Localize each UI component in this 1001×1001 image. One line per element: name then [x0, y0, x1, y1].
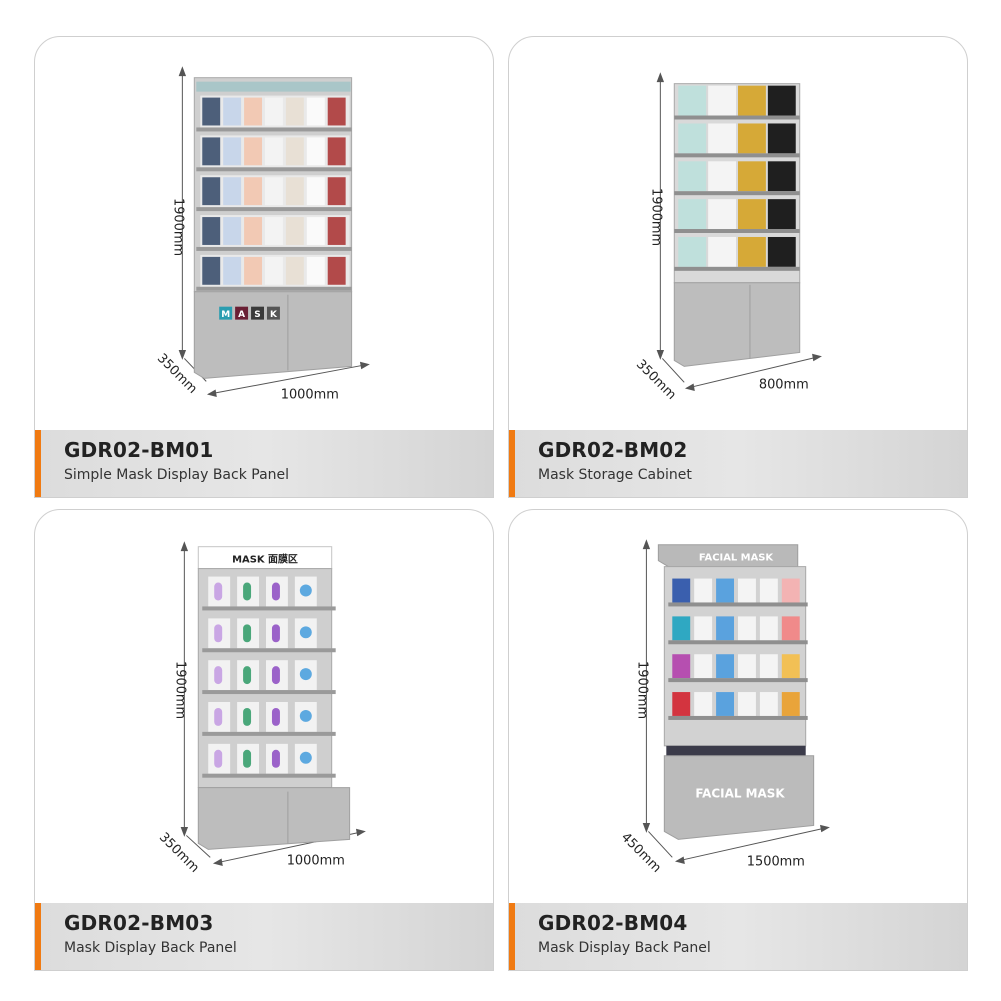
caption-accent-bar — [509, 903, 515, 970]
base-letter-a: A — [238, 310, 245, 320]
depth-dimension-label: 450mm — [618, 830, 664, 876]
model-name: Mask Storage Cabinet — [538, 467, 692, 483]
caption-accent-bar — [35, 903, 41, 970]
product-card-bm02[interactable]: 1900mm 350mm 800mm GDR02-BM02 Mask Stora… — [508, 36, 968, 498]
base-letter-k: K — [270, 310, 278, 320]
product-card-bm04[interactable]: FACIAL MASK — [508, 509, 968, 971]
caption-accent-bar — [35, 430, 41, 497]
product-image-bm04: FACIAL MASK — [509, 510, 967, 903]
depth-dimension-label: 350mm — [633, 357, 679, 403]
product-card-bm01[interactable]: M A S K 1900mm 350mm 1000mm GDR02-BM01 S… — [34, 36, 494, 498]
base-letter-m: M — [221, 310, 230, 320]
header-sign: MASK 面膜区 — [232, 553, 298, 566]
product-image-bm02: 1900mm 350mm 800mm — [509, 37, 967, 430]
width-dimension-label: 1500mm — [747, 854, 805, 869]
product-caption: GDR02-BM01 Simple Mask Display Back Pane… — [35, 430, 493, 497]
depth-dimension-label: 350mm — [156, 830, 202, 876]
model-code: GDR02-BM02 — [538, 438, 688, 462]
product-card-bm03[interactable]: MASK 面膜区 — [34, 509, 494, 971]
model-code: GDR02-BM01 — [64, 438, 214, 462]
depth-dimension-label: 350mm — [154, 351, 200, 397]
header-sign: FACIAL MASK — [699, 553, 774, 564]
height-dimension-label: 1900mm — [172, 661, 187, 719]
caption-accent-bar — [509, 430, 515, 497]
base-sign: FACIAL MASK — [695, 787, 785, 801]
product-caption: GDR02-BM02 Mask Storage Cabinet — [509, 430, 967, 497]
width-dimension-label: 1000mm — [287, 853, 345, 868]
product-image-bm03: MASK 面膜区 — [35, 510, 493, 903]
model-name: Simple Mask Display Back Panel — [64, 467, 290, 483]
width-dimension-label: 1000mm — [281, 387, 339, 402]
model-name: Mask Display Back Panel — [538, 940, 711, 956]
product-caption: GDR02-BM03 Mask Display Back Panel — [35, 903, 493, 970]
model-code: GDR02-BM03 — [64, 911, 214, 935]
product-caption: GDR02-BM04 Mask Display Back Panel — [509, 903, 967, 970]
height-dimension-label: 1900mm — [634, 661, 649, 719]
height-dimension-label: 1900mm — [648, 188, 663, 246]
model-name: Mask Display Back Panel — [64, 940, 237, 956]
base-letter-s: S — [254, 310, 260, 320]
height-dimension-label: 1900mm — [170, 198, 185, 256]
product-image-bm01: M A S K 1900mm 350mm 1000mm — [35, 37, 493, 430]
width-dimension-label: 800mm — [759, 377, 809, 392]
model-code: GDR02-BM04 — [538, 911, 688, 935]
